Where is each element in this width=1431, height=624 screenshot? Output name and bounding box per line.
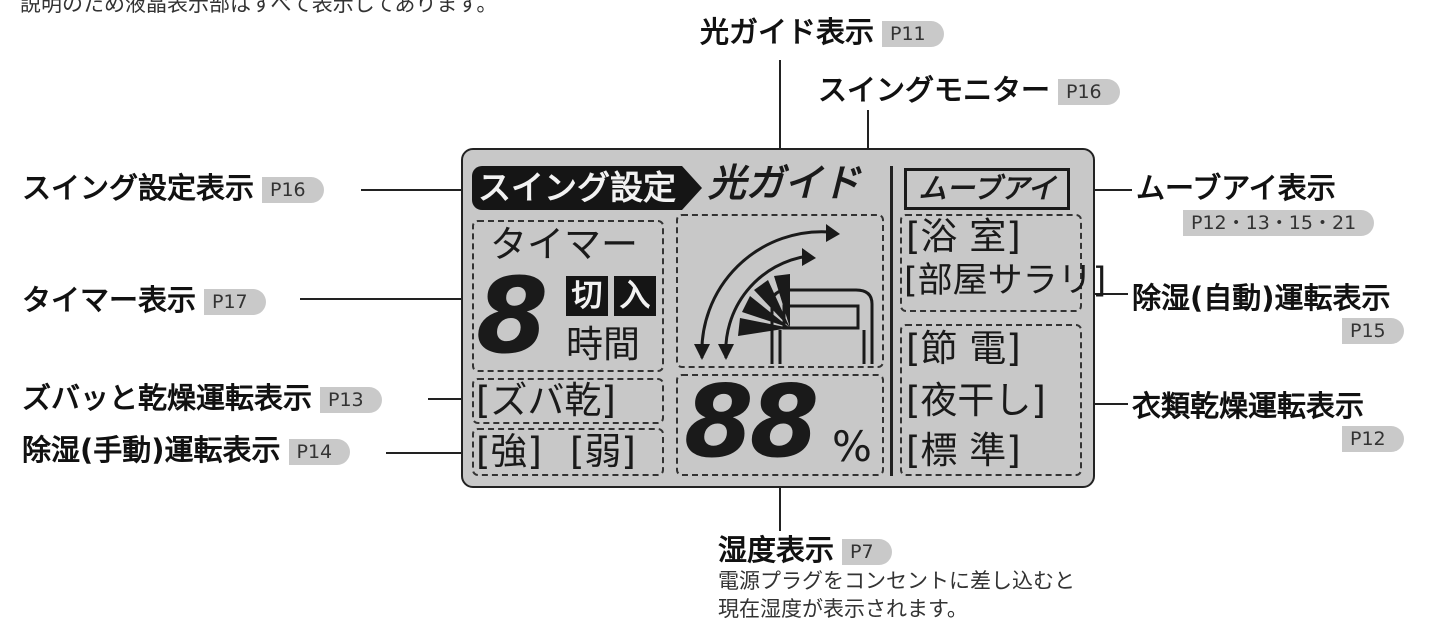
callout-humidity: 湿度表示 P7 [718, 536, 892, 565]
ref-tag-humidity: P7 [842, 539, 892, 565]
leader-hikari-guide [779, 60, 781, 152]
lcd-percent: % [832, 422, 872, 471]
callout-zubakan: ズバッと乾燥運転表示 P13 [22, 384, 382, 413]
callout-move-eye: ムーブアイ表示 [1136, 174, 1336, 203]
lcd-hikari-guide: 光ガイド [708, 161, 861, 205]
callout-timer: タイマー表示 P17 [22, 286, 266, 315]
callout-clothes-dry: 衣類乾燥運転表示 [1132, 392, 1364, 421]
callout-auto-dehumid-label: 除湿(自動)運転表示 [1132, 281, 1391, 315]
lcd-divider [890, 166, 893, 476]
callout-auto-dehumid: 除湿(自動)運転表示 [1132, 284, 1391, 313]
ref-tag-timer: P17 [204, 289, 266, 315]
swing-setting-arrow-icon [682, 166, 702, 210]
lcd-standard: [標 準] [906, 429, 1021, 472]
lcd-humidity-digits: 88 [684, 363, 819, 480]
callout-hikari-guide: 光ガイド表示 P11 [700, 18, 944, 47]
ref-tag-manual-dehumid: P14 [288, 439, 351, 465]
swing-monitor-icon [694, 224, 874, 364]
lcd-move-eye: ムーブアイ [904, 168, 1070, 210]
callout-swing-setting: スイング設定表示 P16 [22, 174, 324, 203]
clothes-dry-segment [900, 324, 1082, 476]
lcd-zubakan: [ズバ乾] [476, 379, 616, 422]
lcd-night-dry: [夜干し] [906, 379, 1046, 422]
callout-humidity-label: 湿度表示 [718, 533, 835, 567]
humidity-note-line1: 電源プラグをコンセントに差し込むと [718, 569, 1075, 593]
callout-swing-setting-label: スイング設定表示 [22, 171, 255, 205]
callout-manual-dehumid-label: 除湿(手動)運転表示 [22, 433, 281, 467]
callout-swing-monitor: スイングモニター P16 [818, 76, 1120, 105]
zubakan-segment [472, 378, 664, 424]
callout-timer-label: タイマー表示 [22, 283, 197, 317]
lcd-strong: [強] [476, 430, 542, 473]
timer-segment [472, 220, 664, 372]
leader-manual-dehumid [386, 452, 472, 454]
lcd-power-save: [節 電] [906, 327, 1021, 370]
leader-zubakan [428, 398, 472, 400]
humidity-note-line2: 現在湿度が表示されます。 [718, 597, 968, 621]
ref-tag-move-eye: P12・13・15・21 [1183, 210, 1375, 236]
top-note: 説明のため液晶表示部はすべて表示してあります。 [20, 0, 498, 16]
auto-dehumid-segment [900, 214, 1082, 312]
lcd-timer-digit: 8 [476, 255, 549, 377]
callout-manual-dehumid: 除湿(手動)運転表示 P14 [22, 433, 351, 467]
ref-tag-swing-monitor: P16 [1058, 79, 1120, 105]
callout-hikari-guide-label: 光ガイド表示 [700, 15, 875, 49]
ref-tag-clothes-dry: P12 [1342, 426, 1404, 452]
ref-tag-auto-dehumid: P15 [1342, 318, 1404, 344]
ref-tag-hikari-guide: P11 [882, 21, 944, 47]
ref-tag-swing-setting: P16 [262, 177, 324, 203]
callout-zubakan-label: ズバッと乾燥運転表示 [22, 381, 313, 415]
lcd-timer-title: タイマー [490, 223, 638, 266]
manual-dehumid-segment [472, 428, 664, 476]
callout-move-eye-label: ムーブアイ表示 [1136, 171, 1336, 205]
leader-humidity [779, 475, 781, 531]
humidity-segment [676, 374, 884, 476]
lcd-timer-off: 切 [566, 276, 608, 316]
callout-swing-monitor-label: スイングモニター [818, 73, 1051, 107]
ref-tag-zubakan: P13 [320, 387, 382, 413]
lcd-room-sarari: [部屋サラリ] [904, 261, 1107, 301]
leader-auto-dehumid [1082, 293, 1128, 295]
swing-monitor-segment [676, 214, 884, 368]
leader-move-eye [1074, 189, 1132, 191]
leader-swing-setting [361, 189, 471, 191]
lcd-timer-on: 入 [614, 276, 656, 316]
lcd-timer-hours: 時間 [566, 323, 640, 366]
lcd-swing-setting: スイング設定 [472, 166, 682, 210]
lcd-bathroom: [浴 室] [906, 215, 1021, 258]
leader-clothes-dry [1082, 403, 1128, 405]
lcd-weak: [弱] [570, 430, 636, 473]
callout-clothes-dry-label: 衣類乾燥運転表示 [1132, 389, 1365, 423]
leader-timer [300, 298, 470, 300]
